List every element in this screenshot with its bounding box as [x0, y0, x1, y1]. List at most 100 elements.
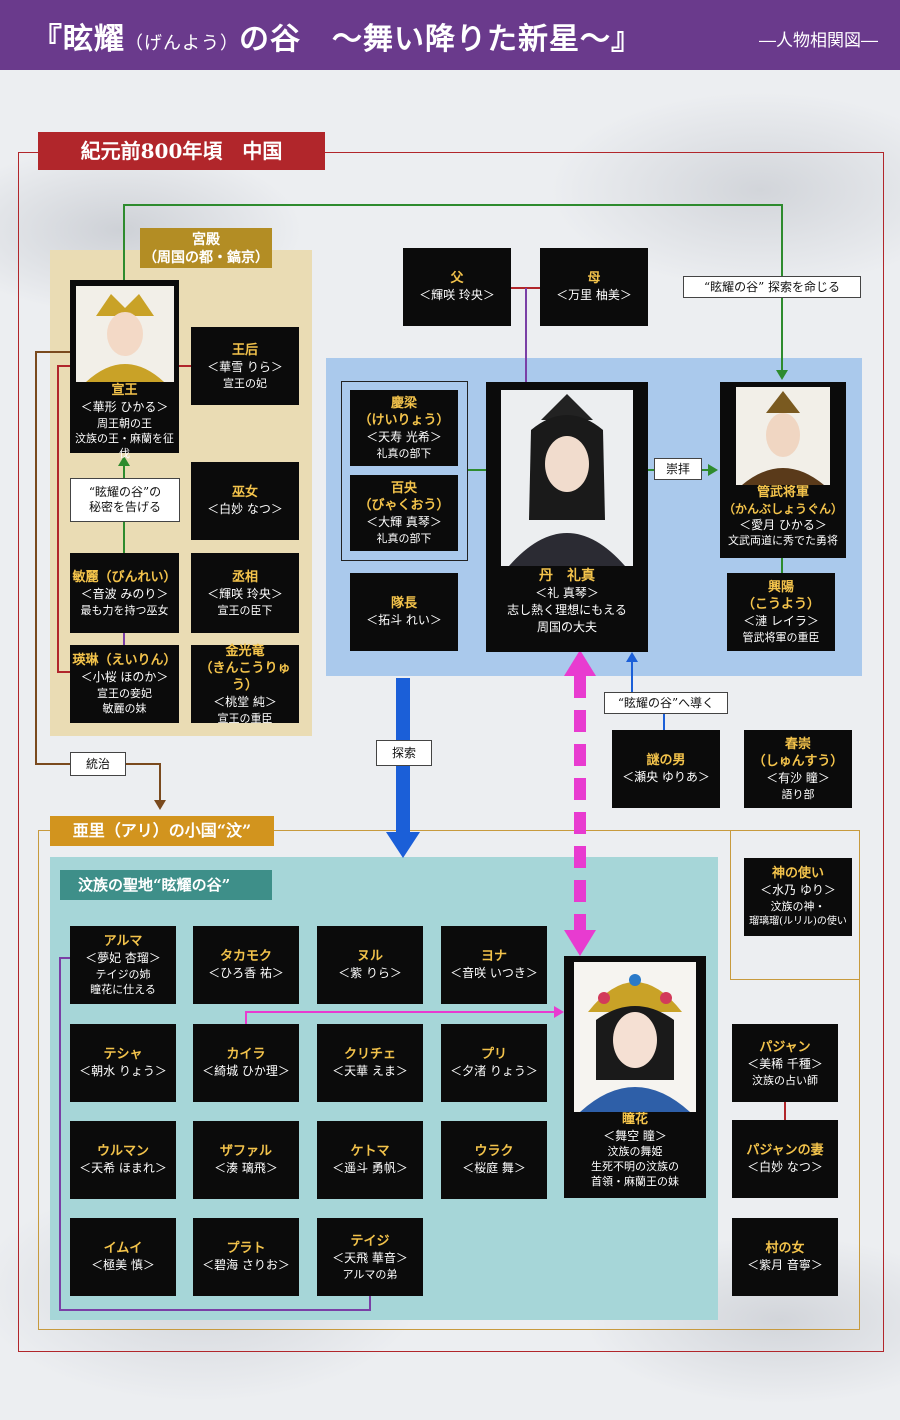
douka-portrait	[574, 962, 696, 1112]
rule-tag: 統治	[70, 752, 126, 776]
tesha-name: テシャ	[103, 1047, 143, 1062]
kaira-actor: ＜綺城 ひか理＞	[202, 1064, 290, 1078]
nuru-actor: ＜紫 りら＞	[338, 966, 402, 980]
uraku-actor: ＜桜庭 舞＞	[462, 1161, 526, 1175]
miko-actor: ＜白妙 なつ＞	[207, 502, 283, 516]
kinkouryu-reading: （きんこうりゅう）	[199, 660, 291, 693]
teiji-desc1: アルマの弟	[342, 1267, 398, 1281]
kaira-douka-line	[245, 1011, 558, 1024]
title-ruby: （げんよう）	[125, 33, 239, 54]
ougou-actor: ＜華雪 りら＞	[207, 359, 283, 374]
love-arrowhead-up	[564, 650, 596, 676]
char-pajan: パジャン ＜美稀 千種＞ 汶族の占い師	[732, 1024, 838, 1102]
char-kinkouryu: 金光竜 （きんこうりゅう） ＜桃堂 純＞ 宣王の重臣	[191, 643, 299, 725]
senou-eirin-line	[57, 365, 70, 673]
char-imui: イムイ ＜極美 慎＞	[70, 1218, 176, 1296]
reishin-portrait	[501, 390, 633, 566]
puri-name: プリ	[480, 1047, 507, 1062]
secret-tag: “眩耀の谷”の 秘密を告げる	[70, 478, 180, 522]
char-uraku: ウラク ＜桜庭 舞＞	[441, 1121, 547, 1199]
chichi-name: 父	[450, 271, 464, 286]
lead-tag: “眩耀の谷”へ導く	[604, 692, 728, 714]
kinkouryu-actor: ＜桃堂 純＞	[213, 694, 277, 709]
nuru-name: ヌル	[356, 949, 383, 964]
char-taichou: 隊長 ＜拓斗 れい＞	[350, 573, 458, 651]
char-joushou: 丞相 ＜輝咲 玲央＞ 宣王の臣下	[191, 553, 299, 633]
kami-name: 神の使い	[771, 866, 824, 881]
aruma-teiji-line	[59, 957, 371, 1311]
char-ketoma: ケトマ ＜遥斗 勇帆＞	[317, 1121, 423, 1199]
title-part-a: 『眩耀	[32, 22, 125, 57]
teiji-name: テイジ	[350, 1233, 390, 1249]
page-subtitle: ―人物相関図―	[759, 31, 878, 51]
puri-actor: ＜夕渚 りょう＞	[450, 1064, 538, 1078]
char-teiji: テイジ ＜天飛 華音＞ アルマの弟	[317, 1218, 423, 1296]
haha-name: 母	[587, 271, 601, 286]
ougou-desc1: 宣王の妃	[223, 376, 267, 390]
char-kami: 神の使い ＜水乃 ゆり＞ 汶族の神・ 瑠璃瑠(ルリル)の使い	[744, 858, 852, 936]
kouyou-actor: ＜漣 レイラ＞	[743, 614, 819, 628]
pajan-wife-name: パジャンの妻	[746, 1143, 824, 1158]
eirin-desc2: 敏麗の妹	[102, 702, 147, 715]
char-yona: ヨナ ＜音咲 いつき＞	[441, 926, 547, 1004]
zafaru-actor: ＜湊 璃飛＞	[214, 1161, 278, 1175]
teiji-actor: ＜天飛 華音＞	[332, 1250, 408, 1265]
kanbu-portrait	[736, 387, 830, 485]
char-kouyou: 興陽 （こうよう） ＜漣 レイラ＞ 管武将軍の重臣	[727, 573, 835, 651]
kaira-douka-arrowhead	[554, 1006, 564, 1018]
reishin-desc1: 志し熱く理想にもえる	[507, 603, 627, 617]
kami-desc1: 汶族の神・	[770, 900, 826, 913]
imui-name: イムイ	[103, 1241, 143, 1256]
worship-arrowhead	[708, 464, 718, 476]
char-kaira: カイラ ＜綺城 ひか理＞	[193, 1024, 299, 1102]
eirin-actor: ＜小桜 ほのか＞	[80, 670, 169, 684]
rule-line	[35, 351, 161, 806]
aruma-desc2: 瞳花に仕える	[90, 983, 156, 996]
binrei-name: 敏麗（びんれい）	[72, 569, 177, 585]
palace-label-line1: 宮殿	[192, 232, 220, 248]
kouyou-name: 興陽	[767, 580, 794, 595]
secret-tag-line1: “眩耀の谷”の	[88, 485, 162, 499]
keiryou-desc1: 礼真の部下	[376, 447, 432, 460]
nazo-actor: ＜瀬央 ゆりあ＞	[622, 770, 710, 784]
palace-label-line2: （周国の都・鎬京）	[143, 250, 269, 266]
purato-name: プラト	[226, 1241, 266, 1256]
char-nazo: 謎の男 ＜瀬央 ゆりあ＞	[612, 730, 720, 808]
village-woman-actor: ＜紫月 音寧＞	[747, 1258, 823, 1272]
char-purato: プラト ＜碧海 さりお＞	[193, 1218, 299, 1296]
char-kuriche: クリチェ ＜天華 えま＞	[317, 1024, 423, 1102]
kanbu-portrait-art	[736, 387, 830, 485]
uruman-name: ウルマン	[96, 1144, 149, 1159]
title-part-b: の谷 ～舞い降りた新星～』	[239, 22, 642, 57]
reishin-actor: ＜礼 真琴＞	[535, 586, 599, 600]
pajan-actor: ＜美稀 千種＞	[747, 1056, 823, 1071]
char-keiryou: 慶梁 （けいりょう） ＜天寿 光希＞ 礼真の部下	[350, 390, 458, 466]
keiryou-reading: （けいりょう）	[358, 413, 450, 428]
char-hyakuou: 百央 （びゃくおう） ＜大輝 真琴＞ 礼真の部下	[350, 475, 458, 551]
era-frame	[18, 152, 884, 1352]
kinkouryu-name: 金光竜	[225, 643, 265, 659]
pajan-wife-actor: ＜白妙 なつ＞	[747, 1160, 823, 1174]
imui-actor: ＜極美 慎＞	[91, 1258, 155, 1272]
yona-name: ヨナ	[480, 949, 507, 964]
senou-desc2: 汶族の王・麻蘭を征伐	[75, 432, 174, 460]
char-village-woman: 村の女 ＜紫月 音寧＞	[732, 1218, 838, 1296]
subordinates-group	[341, 381, 468, 561]
char-douka: 瞳花 ＜舞空 瞳＞ 汶族の舞姫 生死不明の汶族の 首領・麻蘭王の妹	[564, 956, 706, 1198]
joushou-actor: ＜輝咲 玲央＞	[207, 586, 283, 601]
char-puri: プリ ＜夕渚 りょう＞	[441, 1024, 547, 1102]
reishin-portrait-art	[501, 390, 633, 566]
kuriche-name: クリチェ	[343, 1047, 396, 1062]
char-miko: 巫女 ＜白妙 なつ＞	[191, 462, 299, 540]
ari-frame-notch	[730, 830, 860, 980]
char-tesha: テシャ ＜朝水 りょう＞	[70, 1024, 176, 1102]
binrei-desc1: 最も力を持つ巫女	[80, 603, 169, 617]
shunsui-desc1: 語り部	[781, 788, 815, 801]
char-shunsui: 春崇 （しゅんすう） ＜有沙 瞳＞ 語り部	[744, 730, 852, 808]
eirin-name: 瑛琳（えいりん）	[72, 653, 177, 668]
worship-tag: 崇拝	[654, 458, 702, 480]
char-chichi: 父 ＜輝咲 玲央＞	[403, 248, 511, 326]
haha-actor: ＜万里 柚美＞	[556, 288, 632, 302]
char-eirin: 瑛琳（えいりん） ＜小桜 ほのか＞ 宣王の妾妃 敏麗の妹	[70, 645, 179, 723]
shunsui-name: 春崇	[784, 737, 811, 752]
